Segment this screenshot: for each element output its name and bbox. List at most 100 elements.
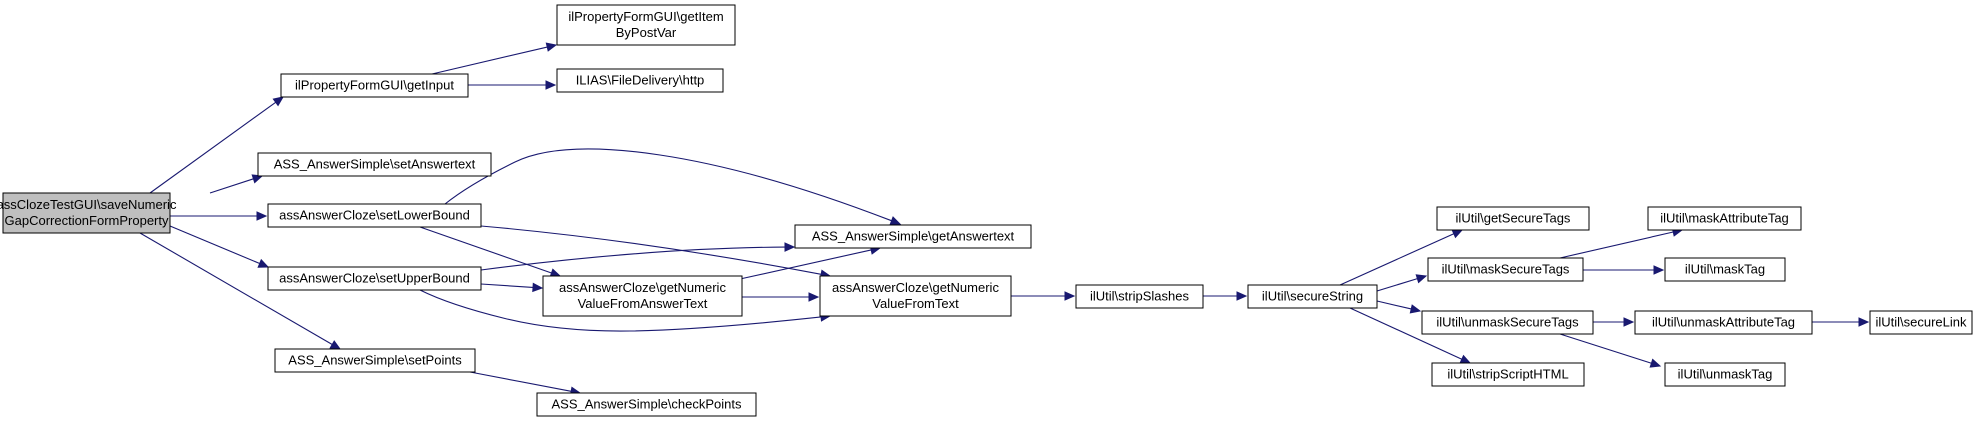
node-unmaskAttributeTag[interactable]: ilUtil\unmaskAttributeTag (1634, 310, 1813, 335)
edge-arrowhead (808, 292, 820, 302)
node-getSecureTags[interactable]: ilUtil\getSecureTags (1436, 206, 1590, 231)
edge-arrowhead (889, 216, 902, 226)
node-box (542, 275, 743, 317)
node-label: ilPropertyFormGUI\getItem (568, 9, 723, 24)
edge-getInput-to-http (468, 80, 557, 90)
edge-secureString-to-unmaskSecureTags (1376, 300, 1422, 314)
edge-setUpperBound-to-getAnswertext (480, 242, 796, 271)
node-box (267, 266, 482, 291)
node-label: assClozeTestGUI\saveNumeric (0, 197, 177, 212)
node-secureLink[interactable]: ilUtil\secureLink (1869, 310, 1973, 335)
node-http[interactable]: ILIAS\FileDelivery\http (556, 68, 724, 93)
node-box (1869, 310, 1973, 335)
node-box (1664, 362, 1786, 387)
edge-arrowhead (272, 96, 284, 107)
node-getInput[interactable]: ilPropertyFormGUI\getInput (280, 73, 469, 98)
node-setAnswertext[interactable]: ASS_AnswerSimple\setAnswertext (257, 152, 492, 177)
node-box (280, 73, 469, 98)
node-label: ilUtil\getSecureTags (1456, 211, 1571, 226)
edges-layer (139, 42, 1870, 396)
node-root[interactable]: assClozeTestGUI\saveNumericGapCorrection… (0, 192, 177, 234)
edge-root-to-setLowerBound (170, 211, 268, 221)
edge-getNumericValueFromText-to-stripSlashes (1011, 291, 1076, 301)
node-label: ilUtil\secureLink (1875, 315, 1967, 330)
node-label: assAnswerCloze\getNumeric (559, 280, 726, 295)
node-maskAttributeTag[interactable]: ilUtil\maskAttributeTag (1647, 206, 1802, 231)
node-box (556, 68, 724, 93)
edge-arrowhead (1653, 265, 1665, 275)
node-label: GapCorrectionFormProperty (5, 213, 169, 228)
node-label: ILIAS\FileDelivery\http (576, 73, 705, 88)
node-label: assAnswerCloze\setUpperBound (279, 271, 470, 286)
edge-setUpperBound-to-getNumericValueFromAnswerText (480, 282, 544, 293)
node-box (819, 275, 1012, 317)
edge-getInput-to-getItemByPostVar (431, 42, 558, 75)
node-box (2, 192, 171, 234)
edge-arrowhead (257, 258, 270, 268)
edge-arrowhead (545, 42, 558, 52)
edge-unmaskSecureTags-to-unmaskTag (1559, 333, 1662, 368)
edge-setPoints-to-checkPoints (469, 371, 582, 396)
node-label: ilUtil\unmaskTag (1678, 367, 1773, 382)
node-label: ilUtil\stripScriptHTML (1447, 367, 1568, 382)
node-setPoints[interactable]: ASS_AnswerSimple\setPoints (274, 348, 476, 373)
node-box (1436, 206, 1590, 231)
edge-line (1349, 307, 1463, 360)
node-getNumericValueFromAnswerText[interactable]: assAnswerCloze\getNumericValueFromAnswer… (542, 275, 743, 317)
node-stripSlashes[interactable]: ilUtil\stripSlashes (1075, 284, 1204, 309)
edge-getNumericValueFromAnswerText-to-getNumericValueFromText (742, 292, 820, 302)
nodes-layer: assClozeTestGUI\saveNumericGapCorrection… (0, 4, 1973, 417)
edge-arrowhead (1623, 317, 1635, 327)
edge-arrowhead (1858, 317, 1870, 327)
node-secureString[interactable]: ilUtil\secureString (1247, 284, 1378, 309)
edge-arrowhead (1459, 354, 1472, 364)
node-unmaskSecureTags[interactable]: ilUtil\unmaskSecureTags (1421, 310, 1594, 335)
node-stripScriptHTML[interactable]: ilUtil\stripScriptHTML (1431, 362, 1585, 387)
edge-line (1376, 300, 1412, 310)
edge-line (739, 249, 872, 280)
edge-line (1339, 233, 1455, 286)
node-box (1431, 362, 1585, 387)
node-checkPoints[interactable]: ASS_AnswerSimple\checkPoints (536, 392, 757, 417)
edge-line (480, 225, 822, 275)
edge-maskSecureTags-to-maskTag (1583, 265, 1665, 275)
node-maskSecureTags[interactable]: ilUtil\maskSecureTags (1427, 257, 1584, 282)
edge-line (209, 178, 254, 194)
edge-line (469, 371, 572, 392)
node-setLowerBound[interactable]: assAnswerCloze\setLowerBound (267, 203, 482, 228)
node-label: ASS_AnswerSimple\setPoints (288, 353, 462, 368)
edge-root-to-setPoints (139, 232, 342, 350)
edge-line (139, 232, 333, 345)
node-label: ilUtil\unmaskSecureTags (1436, 315, 1579, 330)
node-box (267, 203, 482, 228)
edge-setLowerBound-to-getAnswertext (444, 148, 902, 226)
node-unmaskTag[interactable]: ilUtil\unmaskTag (1664, 362, 1786, 387)
node-box (274, 348, 476, 373)
edge-arrowhead (1409, 304, 1422, 314)
node-box (1247, 284, 1378, 309)
edge-arrowhead (329, 340, 342, 350)
edge-stripSlashes-to-secureString (1203, 291, 1248, 301)
node-box (1421, 310, 1594, 335)
edge-line (444, 148, 892, 222)
node-maskTag[interactable]: ilUtil\maskTag (1664, 257, 1786, 282)
node-box (1664, 257, 1786, 282)
node-label: ValueFromText (872, 296, 959, 311)
node-box (257, 152, 492, 177)
edge-setLowerBound-to-getNumericValueFromAnswerText (419, 226, 562, 278)
edge-arrowhead (251, 174, 264, 184)
node-label: assAnswerCloze\setLowerBound (279, 208, 470, 223)
edge-arrowhead (545, 80, 557, 90)
edge-line (1559, 333, 1652, 364)
node-setUpperBound[interactable]: assAnswerCloze\setUpperBound (267, 266, 482, 291)
edge-line (1559, 231, 1674, 259)
node-box (794, 224, 1032, 249)
edge-line (1376, 278, 1418, 292)
node-getAnswertext[interactable]: ASS_AnswerSimple\getAnswertext (794, 224, 1032, 249)
node-box (1427, 257, 1584, 282)
edge-secureString-to-maskSecureTags (1376, 274, 1428, 292)
node-label: ilUtil\maskSecureTags (1442, 262, 1570, 277)
